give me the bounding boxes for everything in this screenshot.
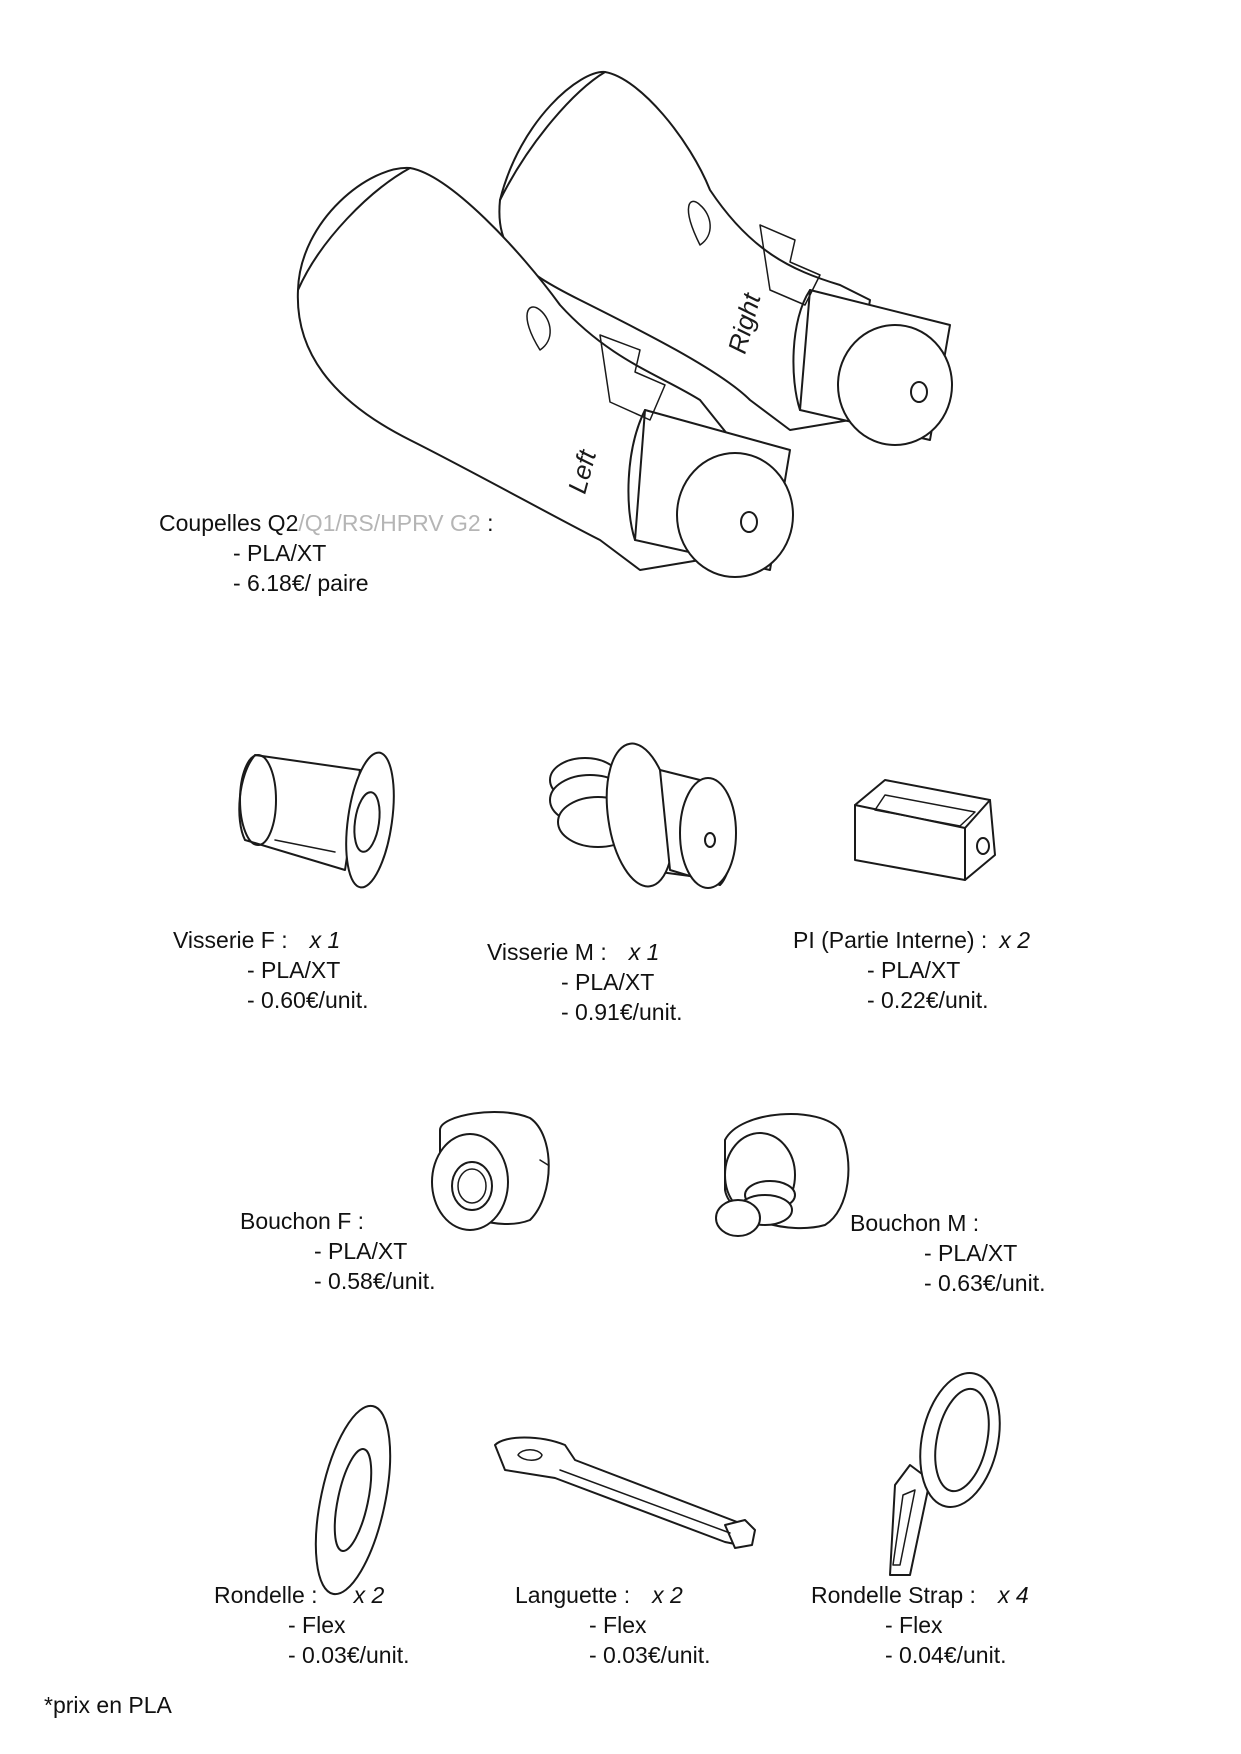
visserie-m-label: Visserie M : x 1 - PLA/XT - 0.91€/unit. — [487, 937, 682, 1027]
visserie-m-qty: x 1 — [628, 939, 660, 965]
rondelle-name: Rondelle : — [214, 1582, 318, 1608]
pi-drawing — [854, 779, 996, 881]
bouchon-f-material: - PLA/XT — [314, 1238, 408, 1264]
visserie-f-qty: x 1 — [309, 927, 341, 953]
bouchon-m-name: Bouchon M : — [850, 1210, 980, 1236]
visserie-f-drawing — [238, 751, 395, 889]
rondelle-qty: x 2 — [353, 1582, 385, 1608]
visserie-f-material: - PLA/XT — [247, 957, 341, 983]
coupelles-variants: /Q1/RS/HPRV G2 — [298, 510, 481, 536]
visserie-m-material: - PLA/XT — [561, 969, 655, 995]
visserie-f-name: Visserie F : — [173, 927, 288, 953]
rondelle-material: - Flex — [288, 1612, 346, 1638]
rondelle-strap-qty: x 4 — [997, 1582, 1029, 1608]
bouchon-m-label: Bouchon M : - PLA/XT - 0.63€/unit. — [850, 1208, 1045, 1298]
bouchon-m-material: - PLA/XT — [924, 1240, 1018, 1266]
languette-material: - Flex — [589, 1612, 647, 1638]
visserie-m-price: - 0.91€/unit. — [561, 999, 683, 1025]
pi-label: PI (Partie Interne) : x 2 - PLA/XT - 0.22… — [793, 925, 1030, 1015]
rondelle-strap-label: Rondelle Strap : x 4 - Flex - 0.04€/unit. — [811, 1580, 1029, 1670]
coupelle-left-drawing: Left — [296, 166, 794, 578]
languette-name: Languette : — [515, 1582, 631, 1608]
coupelle-right-drawing: Right — [498, 70, 953, 446]
visserie-f-price: - 0.60€/unit. — [247, 987, 369, 1013]
pi-material: - PLA/XT — [867, 957, 961, 983]
coupelles-material: - PLA/XT — [233, 540, 327, 566]
coupelles-label: Coupelles Q2/Q1/RS/HPRV G2 : - PLA/XT - … — [159, 508, 494, 598]
visserie-m-drawing — [549, 742, 737, 889]
languette-label: Languette : x 2 - Flex - 0.03€/unit. — [515, 1580, 710, 1670]
languette-drawing — [494, 1436, 756, 1549]
coupelles-name: Coupelles Q2 — [159, 510, 299, 536]
pi-name: PI (Partie Interne) : — [793, 927, 988, 953]
rondelle-drawing — [314, 1404, 392, 1596]
coupelles-price: - 6.18€/ paire — [233, 570, 369, 596]
pi-qty: x 2 — [999, 927, 1030, 953]
rondelle-strap-price: - 0.04€/unit. — [885, 1642, 1007, 1668]
pi-price: - 0.22€/unit. — [867, 987, 989, 1013]
rondelle-price: - 0.03€/unit. — [288, 1642, 410, 1668]
bouchon-f-label: Bouchon F : - PLA/XT - 0.58€/unit. — [240, 1206, 435, 1296]
rondelle-strap-name: Rondelle Strap : — [811, 1582, 976, 1608]
bouchon-f-price: - 0.58€/unit. — [314, 1268, 436, 1294]
bouchon-f-drawing — [431, 1111, 550, 1231]
languette-price: - 0.03€/unit. — [589, 1642, 711, 1668]
coupelles-sep: : — [480, 510, 494, 536]
bouchon-m-drawing — [715, 1113, 850, 1237]
languette-qty: x 2 — [652, 1582, 683, 1608]
bouchon-m-price: - 0.63€/unit. — [924, 1270, 1046, 1296]
rondelle-label: Rondelle : x 2 - Flex - 0.03€/unit. — [214, 1580, 409, 1670]
visserie-f-label: Visserie F : x 1 - PLA/XT - 0.60€/unit. — [173, 925, 368, 1015]
visserie-m-name: Visserie M : — [487, 939, 607, 965]
rondelle-strap-material: - Flex — [885, 1612, 943, 1638]
bouchon-f-name: Bouchon F : — [240, 1208, 365, 1234]
rondelle-strap-drawing — [889, 1372, 1001, 1576]
footnote: *prix en PLA — [44, 1692, 172, 1718]
